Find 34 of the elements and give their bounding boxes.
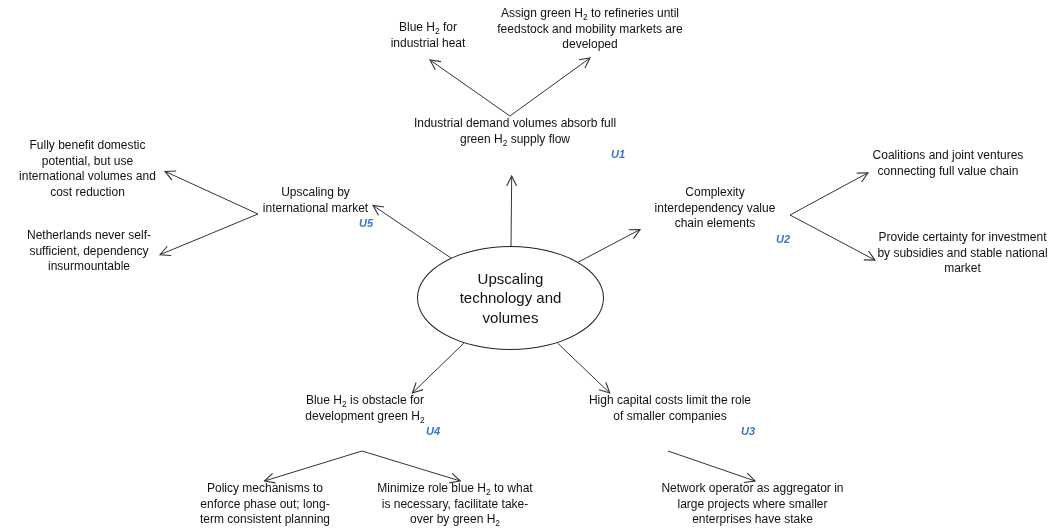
arrow (164, 170, 259, 215)
arrow (506, 175, 518, 247)
node-text: Netherlands never self-sufficient, dependency insurmountable (25, 228, 153, 275)
arrow (789, 172, 869, 216)
node-text: High capital costs limit the role of smaller companies (587, 393, 753, 425)
code-label: U1 (610, 148, 625, 162)
node-text: Blue H$_{2}$ for industrial heat (389, 20, 467, 52)
node-text: Policy mechanisms to enforce phase out; long-term consistent planning (198, 481, 332, 528)
arrow (263, 450, 363, 484)
node-text: Upscaling by international market (261, 185, 370, 217)
arrow (411, 342, 465, 394)
arrow (667, 450, 756, 483)
code-label: U3 (740, 425, 755, 439)
node-text: Complexity interdependency value chain elements (653, 185, 777, 232)
node-text: Blue H$_{2}$ is obstacle for development green H$_{2}$ (304, 393, 426, 425)
arrow (159, 213, 259, 257)
node-text: Assign green H$_{2}$ to refineries until feedstock and mobility markets are developed (496, 6, 684, 53)
arrow (557, 342, 611, 394)
node-text: Coalitions and joint ventures connecting full value chain (871, 148, 1025, 180)
arrow (429, 59, 511, 117)
arrow (509, 57, 591, 117)
arrow (789, 214, 876, 261)
node-text: Industrial demand volumes absorb full green H$_{2}$ supply flow (412, 116, 618, 148)
node-text: Fully benefit domestic potential, but use international volumes and cost reduction (18, 138, 157, 201)
code-label: U5 (358, 217, 373, 231)
code-label: U4 (425, 425, 440, 439)
node-text: Minimize role blue H$_{2}$ to what is necessary, facilitate take-over by green H$_{2}$ (376, 481, 534, 528)
code-label: U2 (775, 232, 790, 246)
node-text: Network operator as aggregator in large projects where smaller enterprises have stake (660, 481, 845, 528)
arrow (372, 204, 452, 259)
node-text: Upscaling technology and volumes (458, 268, 563, 328)
node-text: Provide certainty for investment by subsidies and stable national market (876, 230, 1049, 277)
arrow (577, 228, 641, 263)
arrow (361, 450, 461, 484)
